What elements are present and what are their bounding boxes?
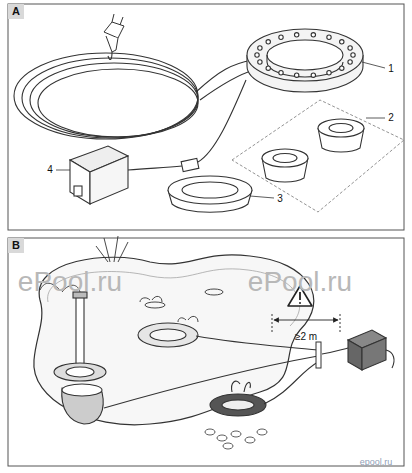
panel-letter-text: B [12,240,20,251]
ring-light [247,29,363,92]
fountain-pump [54,292,106,424]
plug [104,14,124,52]
dimension-text: ≥2 m [295,332,317,342]
panel-letter: A [8,4,24,19]
callout-number: 2 [388,113,394,123]
cable-junction [316,342,321,368]
panel-frame [8,4,404,230]
callout-number: 3 [277,194,283,204]
callout-number: 1 [388,64,394,74]
cable [104,336,348,408]
callout-number: 4 [47,165,53,175]
watermark: ePool.ru [18,268,122,296]
ring-light [205,381,267,449]
transformer [70,80,246,204]
base-ring [168,176,252,212]
ring-light [138,323,198,347]
dashed-area [232,100,404,212]
leader-line [56,62,385,198]
dimension-line [272,314,340,332]
watermark: ePool.ru [248,268,352,296]
panel-letter-text: A [12,6,20,17]
watermark: epool.ru [360,458,393,467]
lens-cap [262,119,364,182]
panel-frame [8,238,404,466]
transformer [348,330,394,370]
panel-letter: B [8,238,24,253]
cable-coil [14,52,254,139]
